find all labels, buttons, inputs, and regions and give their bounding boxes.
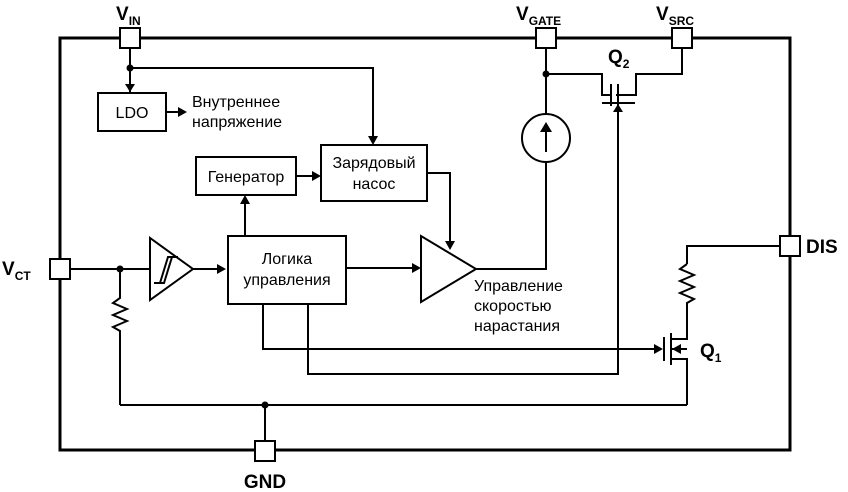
- dis-wire: [686, 245, 780, 264]
- vin-arrow: [125, 84, 135, 92]
- hysteresis-icon: [154, 256, 178, 284]
- logic-to-q1-arrow: [654, 344, 663, 354]
- vct-label: VCT: [2, 259, 31, 283]
- q1-label: Q1: [700, 341, 722, 365]
- internal-voltage-line2: напряжение: [192, 114, 282, 131]
- vsrc-wire: [635, 48, 683, 84]
- dis-label: DIS: [806, 237, 838, 258]
- vin-to-pump-wire: [130, 67, 374, 140]
- current-source-arrowhead: [540, 122, 552, 132]
- control-logic-line1: Логика: [262, 251, 313, 268]
- vct-pin: [49, 258, 71, 280]
- slew-label-line1: Управление: [474, 278, 563, 295]
- pump-input-arrow: [368, 136, 378, 145]
- vin-pin: [119, 27, 141, 49]
- logic-to-q1-wire: [262, 304, 656, 350]
- vgate-pin: [535, 27, 557, 49]
- gnd-label: GND: [244, 472, 286, 492]
- control-logic-block: [227, 235, 347, 305]
- q2-label: Q2: [608, 47, 630, 71]
- ldo-label: LDO: [116, 105, 149, 122]
- internal-voltage-line1: Внутреннее: [192, 94, 280, 111]
- dis-pin: [779, 235, 801, 257]
- ldo-out-arrow: [178, 107, 187, 117]
- vct-resistor: [110, 269, 130, 405]
- amp-to-gate-wire: [476, 162, 547, 270]
- vgate-label: VGATE: [516, 4, 561, 28]
- slew-amplifier: [420, 234, 478, 304]
- schmitt-to-logic-arrow: [217, 264, 226, 274]
- slew-label-line3: нарастания: [474, 318, 560, 335]
- pump-to-amp-arrow: [445, 241, 455, 250]
- charge-pump-line1: Зарядовый: [332, 155, 415, 172]
- vin-label: VIN: [116, 4, 141, 28]
- gnd-pin: [254, 440, 276, 462]
- slew-label-line2: скоростью: [474, 298, 552, 315]
- charge-pump-line2: насос: [353, 176, 396, 193]
- dis-resistor: [677, 263, 697, 330]
- charge-pump-block: [320, 144, 428, 202]
- logic-to-generator-arrow: [240, 195, 250, 204]
- pump-to-amp-wire: [427, 172, 451, 245]
- generator-to-pump-arrow: [312, 171, 321, 181]
- q1-transistor: [663, 330, 688, 405]
- schmitt-trigger: [149, 236, 195, 302]
- vsrc-pin: [671, 27, 693, 49]
- logic-to-q2-wire: [307, 113, 619, 375]
- generator-label: Генератор: [208, 169, 285, 186]
- vsrc-label: VSRC: [656, 4, 694, 28]
- control-logic-line2: управления: [243, 272, 330, 289]
- logic-to-amp-arrow: [412, 263, 421, 273]
- vgate-to-q2-wire: [546, 73, 603, 84]
- q2-transistor: [601, 84, 637, 113]
